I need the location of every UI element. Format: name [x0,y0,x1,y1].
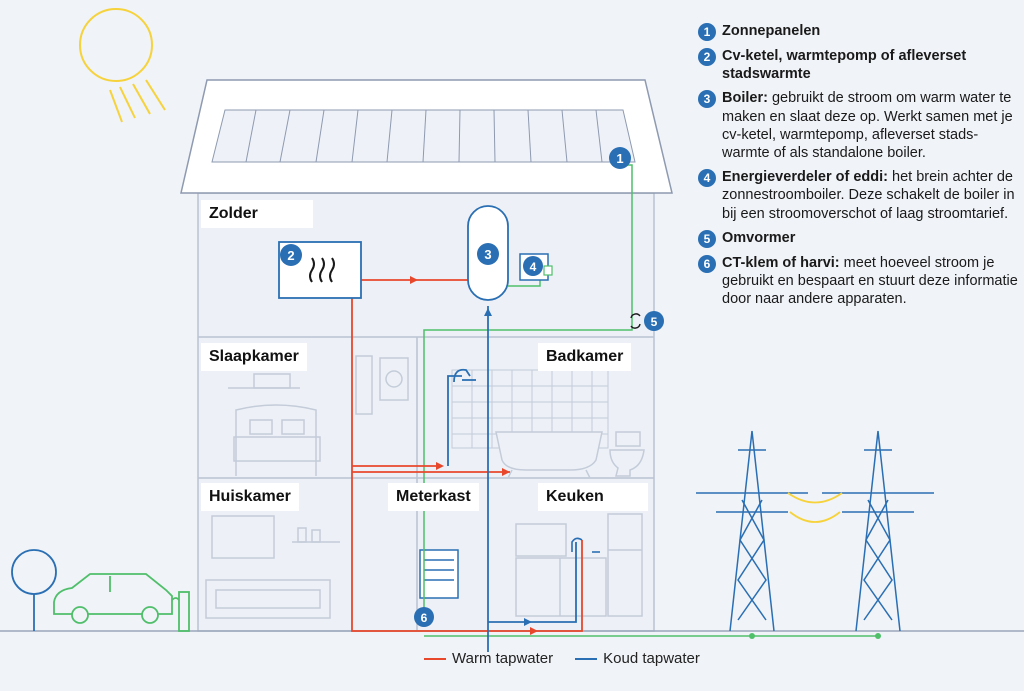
legend: Warm tapwater Koud tapwater [424,650,700,667]
roof [180,79,673,194]
inverter-icon [630,313,641,329]
marker-6: 6 [414,607,434,627]
info-item-5: 5 Omvormer [698,229,1018,248]
arrow-icon [530,627,538,635]
marker-2: 2 [280,244,302,266]
svg-text:2: 2 [287,248,294,263]
connection-dot [875,633,881,639]
info-title: Zonnepanelen [722,23,821,39]
info-number: 3 [698,90,716,109]
bathtub-icon [495,431,603,479]
legend-warm-swatch [424,657,446,660]
power-tower-icon [696,430,934,632]
faucet-icon [571,537,600,553]
svg-text:1: 1 [616,151,623,166]
info-title: Omvormer [722,229,796,246]
info-title: CT-klem of harvi: [722,254,840,271]
svg-text:6: 6 [421,611,428,625]
room-label-meterkast: Meterkast [388,483,479,511]
connection-dot [749,633,755,639]
tree-icon [11,549,57,631]
info-description: het brein achter de zonnestroomboiler. D… [722,169,1015,222]
info-item-4: 4 Energieverdeler of eddi: het brein ach… [698,168,1018,223]
legend-warm-label: Warm tapwater [452,650,554,667]
svg-text:4: 4 [530,260,537,274]
arrow-icon [410,276,418,284]
sofa-icon [205,515,340,619]
room-label-huiskamer: Huiskamer [201,483,299,511]
meter-cabinet-icon [419,549,459,599]
solar-panel-icon [245,109,603,163]
info-item-6: 6 CT-klem of harvi: meet hoeveel stroom … [698,254,1018,309]
svg-text:3: 3 [484,247,491,262]
svg-text:5: 5 [651,315,658,329]
shower-icon [453,368,476,383]
info-item-1: 1 Zonnepanelen [698,22,1018,41]
marker-4: 4 [523,256,543,276]
power-line-icon [787,492,843,523]
legend-warm: Warm tapwater [424,650,553,667]
info-number: 2 [698,48,716,66]
info-number: 6 [698,254,716,273]
charging-station-icon [171,591,190,632]
info-description: meet hoeveel stroom je gebruikt en bespa… [722,254,1018,308]
sun-icon [79,8,166,123]
info-list: 1 Zonnepanelen 2 Cv-ketel, warmtepomp of… [698,22,1018,314]
toilet-icon [609,431,645,477]
legend-koud: Koud tapwater [575,650,700,667]
kitchen-icon [515,513,643,617]
bed-icon [228,373,321,476]
wall-art-icon [355,355,409,415]
electric-car-icon [53,573,173,624]
legend-koud-label: Koud tapwater [603,650,700,667]
room-label-badkamer: Badkamer [538,343,632,371]
info-number: 1 [698,23,716,41]
room-label-keuken: Keuken [538,483,648,511]
room-label-slaapkamer: Slaapkamer [201,343,307,371]
arrow-icon [436,462,444,470]
arrow-icon [484,308,492,316]
marker-5: 5 [644,311,664,331]
info-title: Boiler: [722,90,768,107]
info-title: Cv-ketel, warmtepomp of afleverset stads… [722,48,967,83]
info-item-2: 2 Cv-ketel, warmtepomp of afleverset sta… [698,47,1018,83]
arrow-icon [524,618,532,626]
cold-water-pipes [447,306,577,652]
marker-3: 3 [477,243,499,265]
arrow-icon [502,468,510,476]
legend-koud-swatch [575,657,598,660]
marker-1: 1 [609,147,631,169]
info-description: gebruikt de stroom om warm water te make… [722,90,1013,162]
info-number: 4 [698,169,716,188]
room-label-zolder: Zolder [201,200,313,228]
info-number: 5 [698,229,716,248]
info-title: Energieverdeler of eddi: [722,169,888,186]
info-item-3: 3 Boiler: gebruikt de stroom om warm wat… [698,89,1018,162]
